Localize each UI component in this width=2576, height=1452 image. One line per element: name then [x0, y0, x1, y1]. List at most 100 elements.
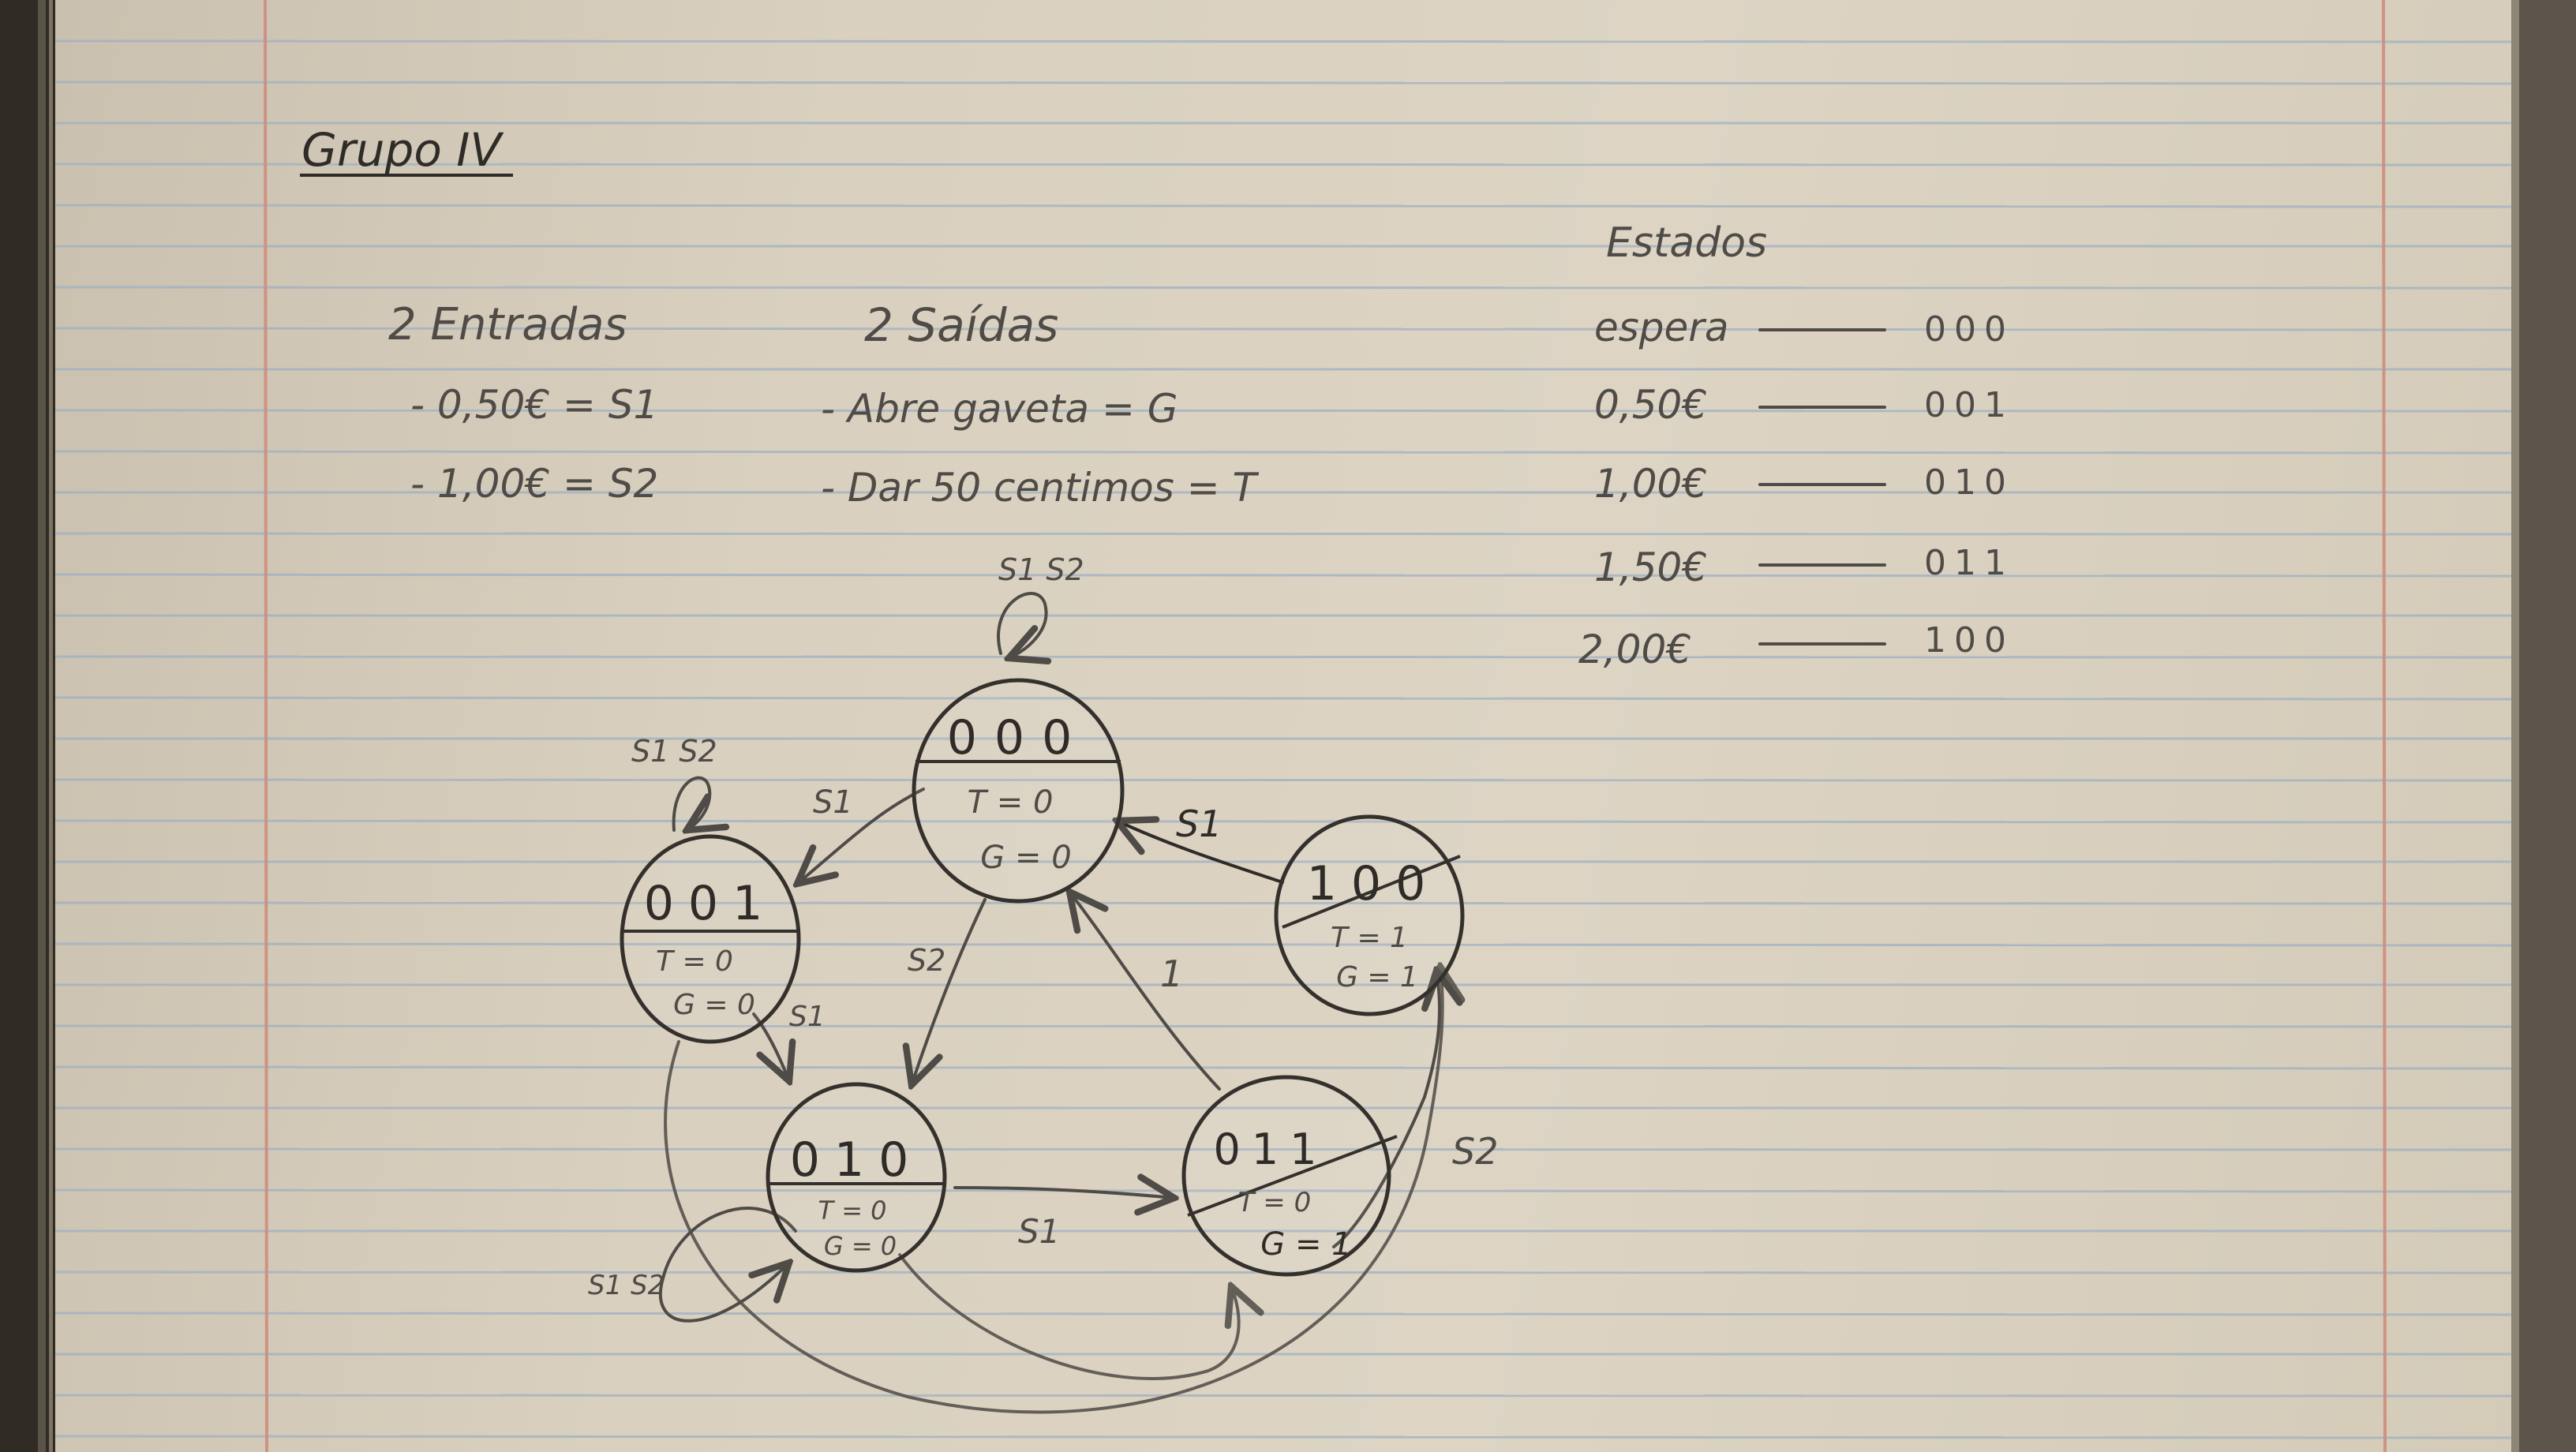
state-g: G = 1: [1336, 961, 1418, 994]
state-row-name: 2,00€: [1578, 627, 1691, 672]
left-margin-line: [264, 0, 268, 1452]
label-100-000: S1: [1176, 803, 1222, 845]
edge-001-100: [664, 967, 1443, 1414]
transition-labels: S1 S2 S1 S2 S1 S2 S1 S2 S1 S1 1 S1 S2: [588, 552, 1498, 1301]
label-011-100: S2: [1452, 1130, 1498, 1173]
ruled-line: [54, 942, 2512, 947]
state-t: T = 0: [1238, 1187, 1312, 1218]
ruled-line: [54, 1312, 2512, 1316]
edge-010-011-lower: [898, 1253, 1239, 1380]
state-t: T = 1: [1331, 922, 1408, 954]
state-node-010: 010 T = 0 G = 0: [766, 1082, 947, 1273]
inputs-heading: 2 Entradas: [388, 299, 627, 350]
edge-100-000: [1117, 821, 1284, 884]
ruled-line: [54, 1188, 2512, 1193]
edge-010-011: [953, 1188, 1174, 1198]
label-self-010: S1 S2: [588, 1270, 665, 1301]
state-row-code: 011: [1924, 543, 2014, 583]
state-row-name: espera: [1594, 305, 1729, 350]
ruled-line: [54, 1394, 2512, 1398]
state-row-name: 0,50€: [1594, 382, 1707, 428]
ruled-line: [54, 80, 2512, 85]
ruled-line: [54, 696, 2512, 701]
ruled-line: [54, 327, 2512, 331]
state-divider: [1187, 1135, 1398, 1217]
state-node-011: 011 T = 0 G = 1: [1181, 1075, 1398, 1277]
state-code: 001: [644, 876, 777, 931]
ruled-line: [54, 286, 2512, 290]
state-nodes: 000 T = 0 G = 0 001 T = 0 G = 0 010 T = …: [620, 678, 1465, 1277]
state-row: 2,00€ 100: [1578, 620, 2014, 672]
label-010-011: S1: [1018, 1212, 1060, 1251]
output-item-2: - Dar 50 centimos = T: [821, 465, 1260, 511]
state-code: 100: [1307, 856, 1440, 911]
ruled-line: [54, 1065, 2512, 1070]
transition-edges: [658, 592, 1443, 1414]
ruled-line: [54, 1147, 2512, 1151]
output-item-1: - Abre gaveta = G: [821, 386, 1178, 432]
state-row-name: 1,00€: [1594, 461, 1707, 507]
outputs-section: 2 Saídas - Abre gaveta = G - Dar 50 cent…: [821, 298, 1260, 511]
state-node-100: 100 T = 1 G = 1: [1274, 814, 1465, 1016]
edge-000-010: [912, 898, 987, 1085]
state-row: 1,00€ 010: [1594, 461, 2014, 507]
state-t: T = 0: [968, 784, 1054, 821]
state-row-code: 010: [1924, 462, 2014, 503]
ruled-lines: [54, 39, 2512, 1439]
state-circle: [1274, 814, 1465, 1016]
states-table: Estados espera 000 0,50€ 001 1,00€ 010 1…: [1578, 219, 2014, 672]
state-node-001: 001 T = 0 G = 0: [620, 834, 801, 1044]
state-g: G = 1: [1260, 1226, 1351, 1263]
ruled-line: [54, 204, 2512, 208]
edge-011-100: [1332, 971, 1440, 1248]
ruled-line: [54, 163, 2512, 167]
ruled-line: [54, 1435, 2512, 1439]
states-heading: Estados: [1606, 219, 1767, 267]
label-000-010: S2: [908, 943, 945, 978]
label-011-000: 1: [1160, 952, 1183, 995]
ruled-line: [54, 901, 2512, 905]
state-node-000: 000 T = 0 G = 0: [912, 678, 1125, 904]
page-title: Grupo IV: [301, 123, 504, 177]
self-loop-001: [672, 776, 710, 830]
edge-000-001: [797, 788, 925, 884]
label-001-010: S1: [789, 1001, 826, 1033]
state-row-name: 1,50€: [1594, 544, 1707, 590]
ruled-line: [54, 819, 2512, 824]
ruled-line: [54, 532, 2512, 536]
state-circle: [620, 834, 801, 1044]
state-g: G = 0: [980, 840, 1071, 876]
self-loop-010: [658, 1207, 797, 1323]
ruled-line: [54, 39, 2512, 43]
state-row-code: 100: [1924, 620, 2014, 661]
ruled-line: [54, 573, 2512, 578]
ruled-line: [54, 450, 2512, 455]
input-item-2: - 1,00€ = S2: [410, 461, 658, 507]
state-row: 0,50€ 001: [1594, 382, 2014, 428]
state-circle: [766, 1082, 947, 1273]
inputs-section: 2 Entradas - 0,50€ = S1 - 1,00€ = S2: [388, 299, 658, 507]
label-self-001: S1 S2: [631, 734, 717, 769]
state-divider: [1282, 855, 1461, 929]
state-t: T = 0: [656, 945, 733, 978]
state-row: espera 000: [1594, 305, 2006, 350]
state-row: 1,50€ 011: [1594, 543, 2014, 590]
state-row-code: 001: [1924, 385, 2014, 425]
state-g: G = 0: [673, 989, 755, 1021]
state-circle: [912, 678, 1125, 904]
edge-001-010: [752, 1012, 789, 1081]
self-loop-000: [997, 592, 1046, 658]
input-item-1: - 0,50€ = S1: [410, 382, 658, 428]
state-g: G = 0: [824, 1231, 897, 1261]
state-code: 000: [947, 710, 1090, 765]
state-circle: [1181, 1075, 1391, 1277]
ruled-line: [54, 1024, 2512, 1028]
state-t: T = 0: [818, 1196, 886, 1226]
state-code: 010: [790, 1132, 923, 1188]
state-code: 011: [1213, 1125, 1327, 1174]
ruled-line: [54, 409, 2512, 413]
label-self-000: S1 S2: [998, 552, 1084, 587]
